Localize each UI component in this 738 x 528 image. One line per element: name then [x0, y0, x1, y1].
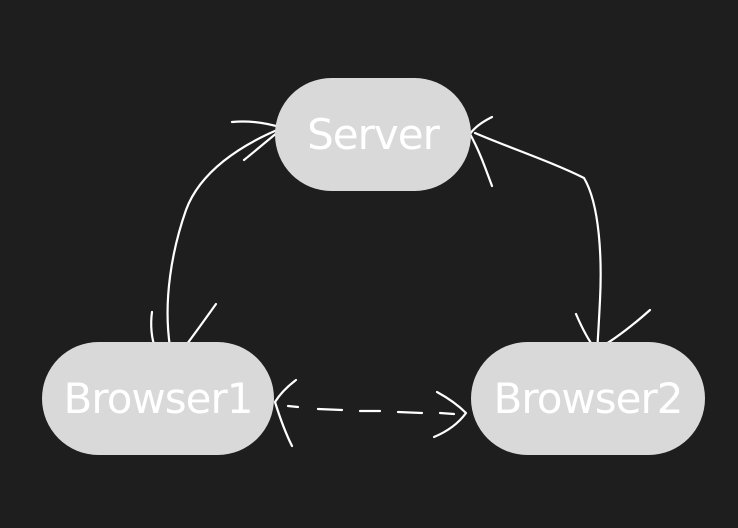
edge-server-browser2-arrowhead-server — [468, 115, 494, 188]
node-browser2-label: Browser2 — [493, 374, 684, 423]
edge-browser1-browser2-dash-2 — [316, 407, 344, 412]
edge-browser1-server-line — [166, 126, 284, 349]
node-browser1[interactable]: Browser1 — [42, 342, 274, 455]
edge-browser1-browser2-dash-5 — [438, 411, 456, 416]
edge-server-browser2-line — [473, 131, 602, 354]
edge-server-browser2 — [468, 115, 652, 354]
edge-browser1-browser2-dash-1 — [286, 404, 300, 409]
node-browser1-label: Browser1 — [63, 374, 254, 423]
node-server[interactable]: Server — [275, 78, 471, 191]
edge-browser1-browser2-arrowhead-browser2 — [432, 390, 468, 439]
edge-browser1-server — [150, 120, 285, 350]
edge-browser1-browser2 — [273, 378, 468, 448]
edge-browser1-browser2-arrowhead-browser1 — [273, 378, 298, 448]
node-browser2[interactable]: Browser2 — [471, 342, 705, 455]
edge-browser1-browser2-dash-4 — [396, 410, 424, 415]
node-server-label: Server — [307, 110, 440, 159]
